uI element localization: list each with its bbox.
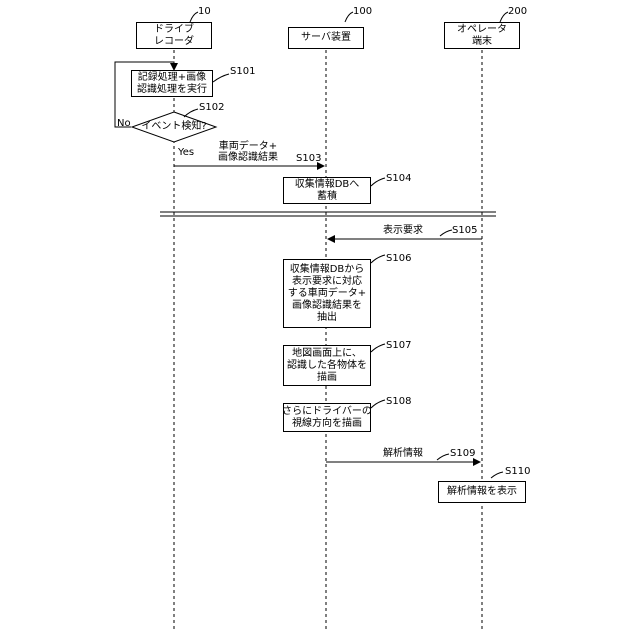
step-leader-s107 (371, 344, 385, 352)
participant-recorder-label: ドライブ レコーダ (154, 24, 194, 48)
step-leader-s101 (213, 74, 229, 82)
step-leader-s105 (440, 230, 452, 236)
process-text-s107: 地図画面上に、 認識した各物体を 描画 (287, 348, 367, 384)
step-id-s102: S102 (199, 102, 224, 113)
step-leader-s106 (371, 255, 385, 263)
message-s105-label: 表示要求 (383, 225, 423, 237)
participant-server-label: サーバ装置 (301, 32, 351, 44)
step-id-s110: S110 (505, 466, 530, 477)
step-id-s109: S109 (450, 448, 475, 459)
participant-operator-label: オペレータ 端末 (457, 24, 507, 48)
step-id-s108: S108 (386, 396, 411, 407)
step-id-s103: S103 (296, 153, 321, 164)
process-text-s101: 記録処理+画像 認識処理を実行 (137, 72, 207, 96)
decision-yes-label: Yes (178, 147, 194, 159)
process-text-s108: さらにドライバーの 視線方向を描画 (282, 406, 372, 430)
ref-leader-operator (500, 12, 508, 22)
message-s103-label: 車両データ+ 画像認識結果 (206, 141, 290, 163)
process-box-s106: 収集情報DBから 表示要求に対応 する車両データ+ 画像認識結果を 抽出 (283, 259, 371, 328)
step-id-s107: S107 (386, 340, 411, 351)
process-box-s101: 記録処理+画像 認識処理を実行 (131, 70, 213, 97)
process-box-s104: 収集情報DBへ 蓄積 (283, 177, 371, 204)
step-leader-s110 (491, 472, 503, 478)
process-text-s106: 収集情報DBから 表示要求に対応 する車両データ+ 画像認識結果を 抽出 (288, 264, 366, 324)
step-leader-s109 (437, 454, 449, 460)
step-id-s101: S101 (230, 66, 255, 77)
step-id-s104: S104 (386, 173, 411, 184)
process-text-s110: 解析情報を表示 (447, 486, 517, 498)
step-id-s106: S106 (386, 253, 411, 264)
process-box-s110: 解析情報を表示 (438, 481, 526, 503)
process-box-s108: さらにドライバーの 視線方向を描画 (283, 403, 371, 432)
participant-recorder: ドライブ レコーダ (136, 22, 212, 49)
step-leader-s104 (371, 178, 385, 186)
participant-operator-ref: 200 (508, 6, 527, 17)
process-box-s107: 地図画面上に、 認識した各物体を 描画 (283, 345, 371, 386)
ref-leader-recorder (190, 12, 198, 22)
step-id-s105: S105 (452, 225, 477, 236)
participant-recorder-ref: 10 (198, 6, 211, 17)
participant-server: サーバ装置 (288, 27, 364, 49)
decision-no-label: No (117, 118, 131, 130)
step-leader-s108 (371, 400, 385, 408)
decision-text-s102: イベント検知? (134, 121, 214, 133)
process-text-s104: 収集情報DBへ 蓄積 (295, 179, 360, 203)
message-s109-label: 解析情報 (383, 448, 423, 460)
participant-server-ref: 100 (353, 6, 372, 17)
ref-leader-server (345, 12, 353, 22)
participant-operator: オペレータ 端末 (444, 22, 520, 49)
